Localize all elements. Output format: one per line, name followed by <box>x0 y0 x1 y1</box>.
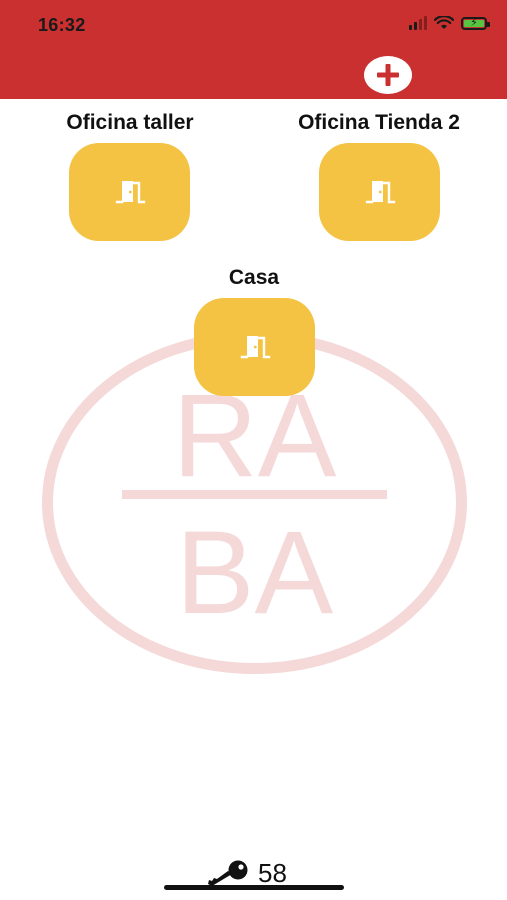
svg-text:BA: BA <box>176 507 334 639</box>
key-count-value: 58 <box>258 858 287 888</box>
door-icon <box>240 336 270 359</box>
wifi-icon <box>434 16 454 29</box>
door-button-oficina-tienda-2[interactable] <box>319 143 440 241</box>
home-indicator <box>164 885 344 890</box>
status-icons: ⚡ <box>409 16 490 30</box>
door-label-casa: Casa <box>228 266 280 289</box>
door-button-oficina-taller[interactable] <box>69 143 190 241</box>
plus-icon <box>377 64 399 86</box>
cellular-signal-icon <box>409 16 427 30</box>
door-icon <box>115 181 145 204</box>
key-count: 58 <box>206 858 287 889</box>
door-label-oficina-taller: Oficina taller <box>66 111 194 134</box>
status-time: 16:32 <box>38 15 86 35</box>
header-bar: 16:32 ⚡ <box>0 0 507 99</box>
door-button-casa[interactable] <box>194 298 315 396</box>
door-icon <box>365 181 395 204</box>
door-label-oficina-tienda-2: Oficina Tienda 2 <box>298 111 460 134</box>
key-icon <box>208 860 248 886</box>
add-door-button[interactable] <box>364 56 412 94</box>
battery-charging-icon: ⚡ <box>461 16 490 30</box>
footer: 58 <box>0 850 507 900</box>
